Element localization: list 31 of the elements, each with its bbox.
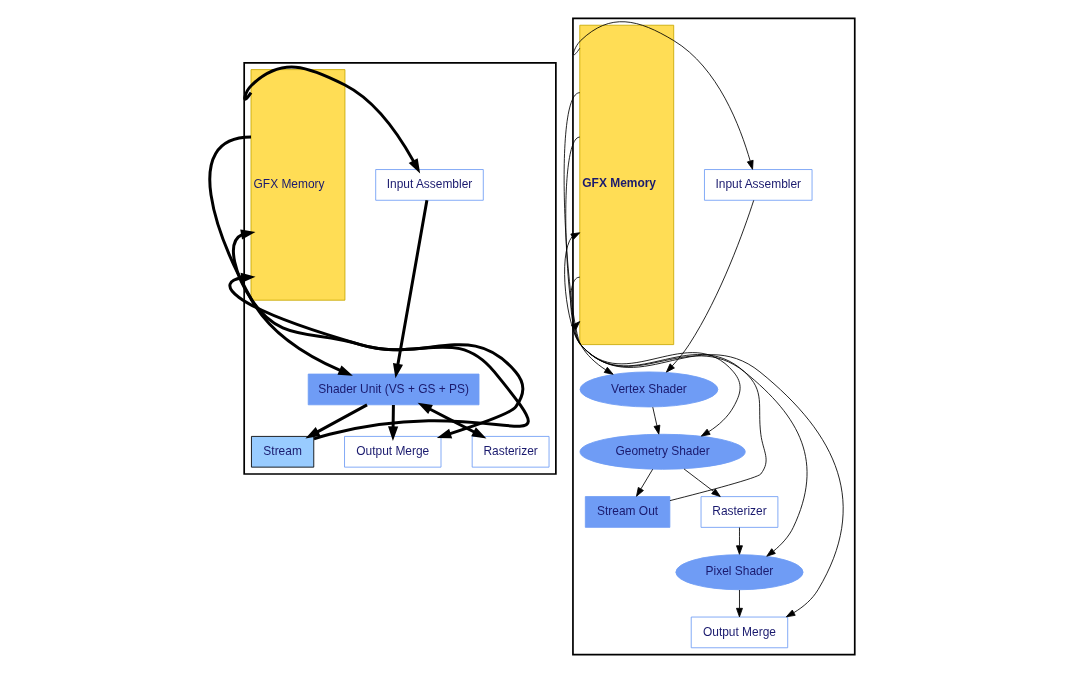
node-box: Input Assembler — [374, 169, 484, 201]
node-box: Stream — [250, 436, 314, 468]
node-box: Rasterizer — [700, 496, 778, 528]
arrow — [392, 200, 428, 379]
node-box: Stream Out — [584, 496, 670, 528]
arrow — [570, 321, 844, 618]
node-ellipse: Vertex Shader — [579, 371, 718, 408]
node-box: Output Merge — [343, 436, 441, 468]
arrow — [417, 402, 486, 439]
node-box: Input Assembler — [703, 169, 812, 201]
node-ellipse: Pixel Shader — [674, 554, 803, 591]
arrow — [651, 406, 660, 435]
arrow — [304, 403, 368, 439]
node-box: Output Merge — [690, 616, 788, 649]
arrow — [683, 468, 721, 497]
arrow — [207, 135, 353, 376]
arrow — [635, 468, 653, 497]
arrow — [387, 404, 398, 441]
arrow — [735, 527, 743, 555]
arrow — [564, 136, 740, 437]
node-box: Shader Unit (VS + GS + PS) — [307, 373, 479, 406]
arrow — [228, 272, 524, 439]
arrow — [665, 199, 754, 373]
arrow — [231, 229, 529, 441]
arrow — [243, 65, 420, 174]
arrow — [563, 232, 766, 502]
node-box: Rasterizer — [471, 436, 549, 468]
arrow — [563, 92, 614, 375]
arrow — [735, 589, 743, 618]
arrow — [569, 276, 807, 557]
node-ellipse: Geometry Shader — [579, 433, 746, 470]
